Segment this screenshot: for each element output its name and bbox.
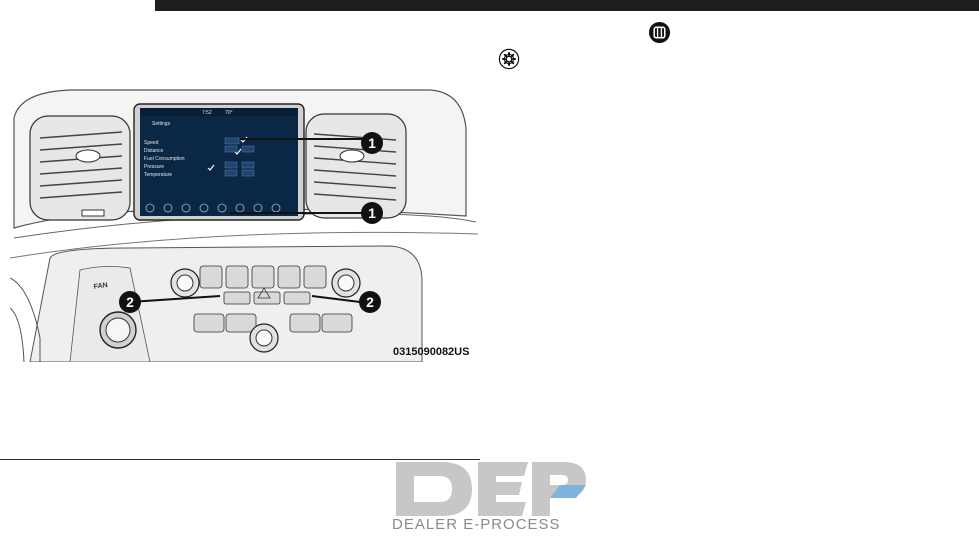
top-header-bar [155,0,979,11]
logo-subtitle: DEALER E-PROCESS [392,516,561,533]
dep-logo [396,462,586,516]
gear-icon [498,48,520,70]
fan-dial-label: FAN [93,282,108,291]
callout-2-left: 2 [119,291,141,313]
screen-row-pressure: Pressure [144,164,164,170]
screen-row-distance: Distance [144,148,164,154]
svg-text:1: 1 [368,135,376,151]
screen-title: Settings [152,121,171,127]
section-rule [0,459,480,460]
screen-temp: 70° [225,110,233,116]
callout-2-right: 2 [359,291,381,313]
screen-row-temperature: Temperature [144,172,172,178]
callout-1-top: 1 [361,132,383,154]
screen-row-speed: Speed [144,140,159,146]
svg-text:2: 2 [126,294,134,310]
callout-1-bottom: 1 [361,202,383,224]
screen-row-fuel: Fuel Consumption [144,156,185,162]
figure-id: 0315090082US [393,346,470,358]
svg-text:1: 1 [368,205,376,221]
apps-icon [648,21,671,44]
screen-clock: 7:52 [202,110,212,116]
dashboard-illustration: 7:52 70° Settings Speed Distance Fuel Co… [10,89,478,362]
svg-text:2: 2 [366,294,374,310]
